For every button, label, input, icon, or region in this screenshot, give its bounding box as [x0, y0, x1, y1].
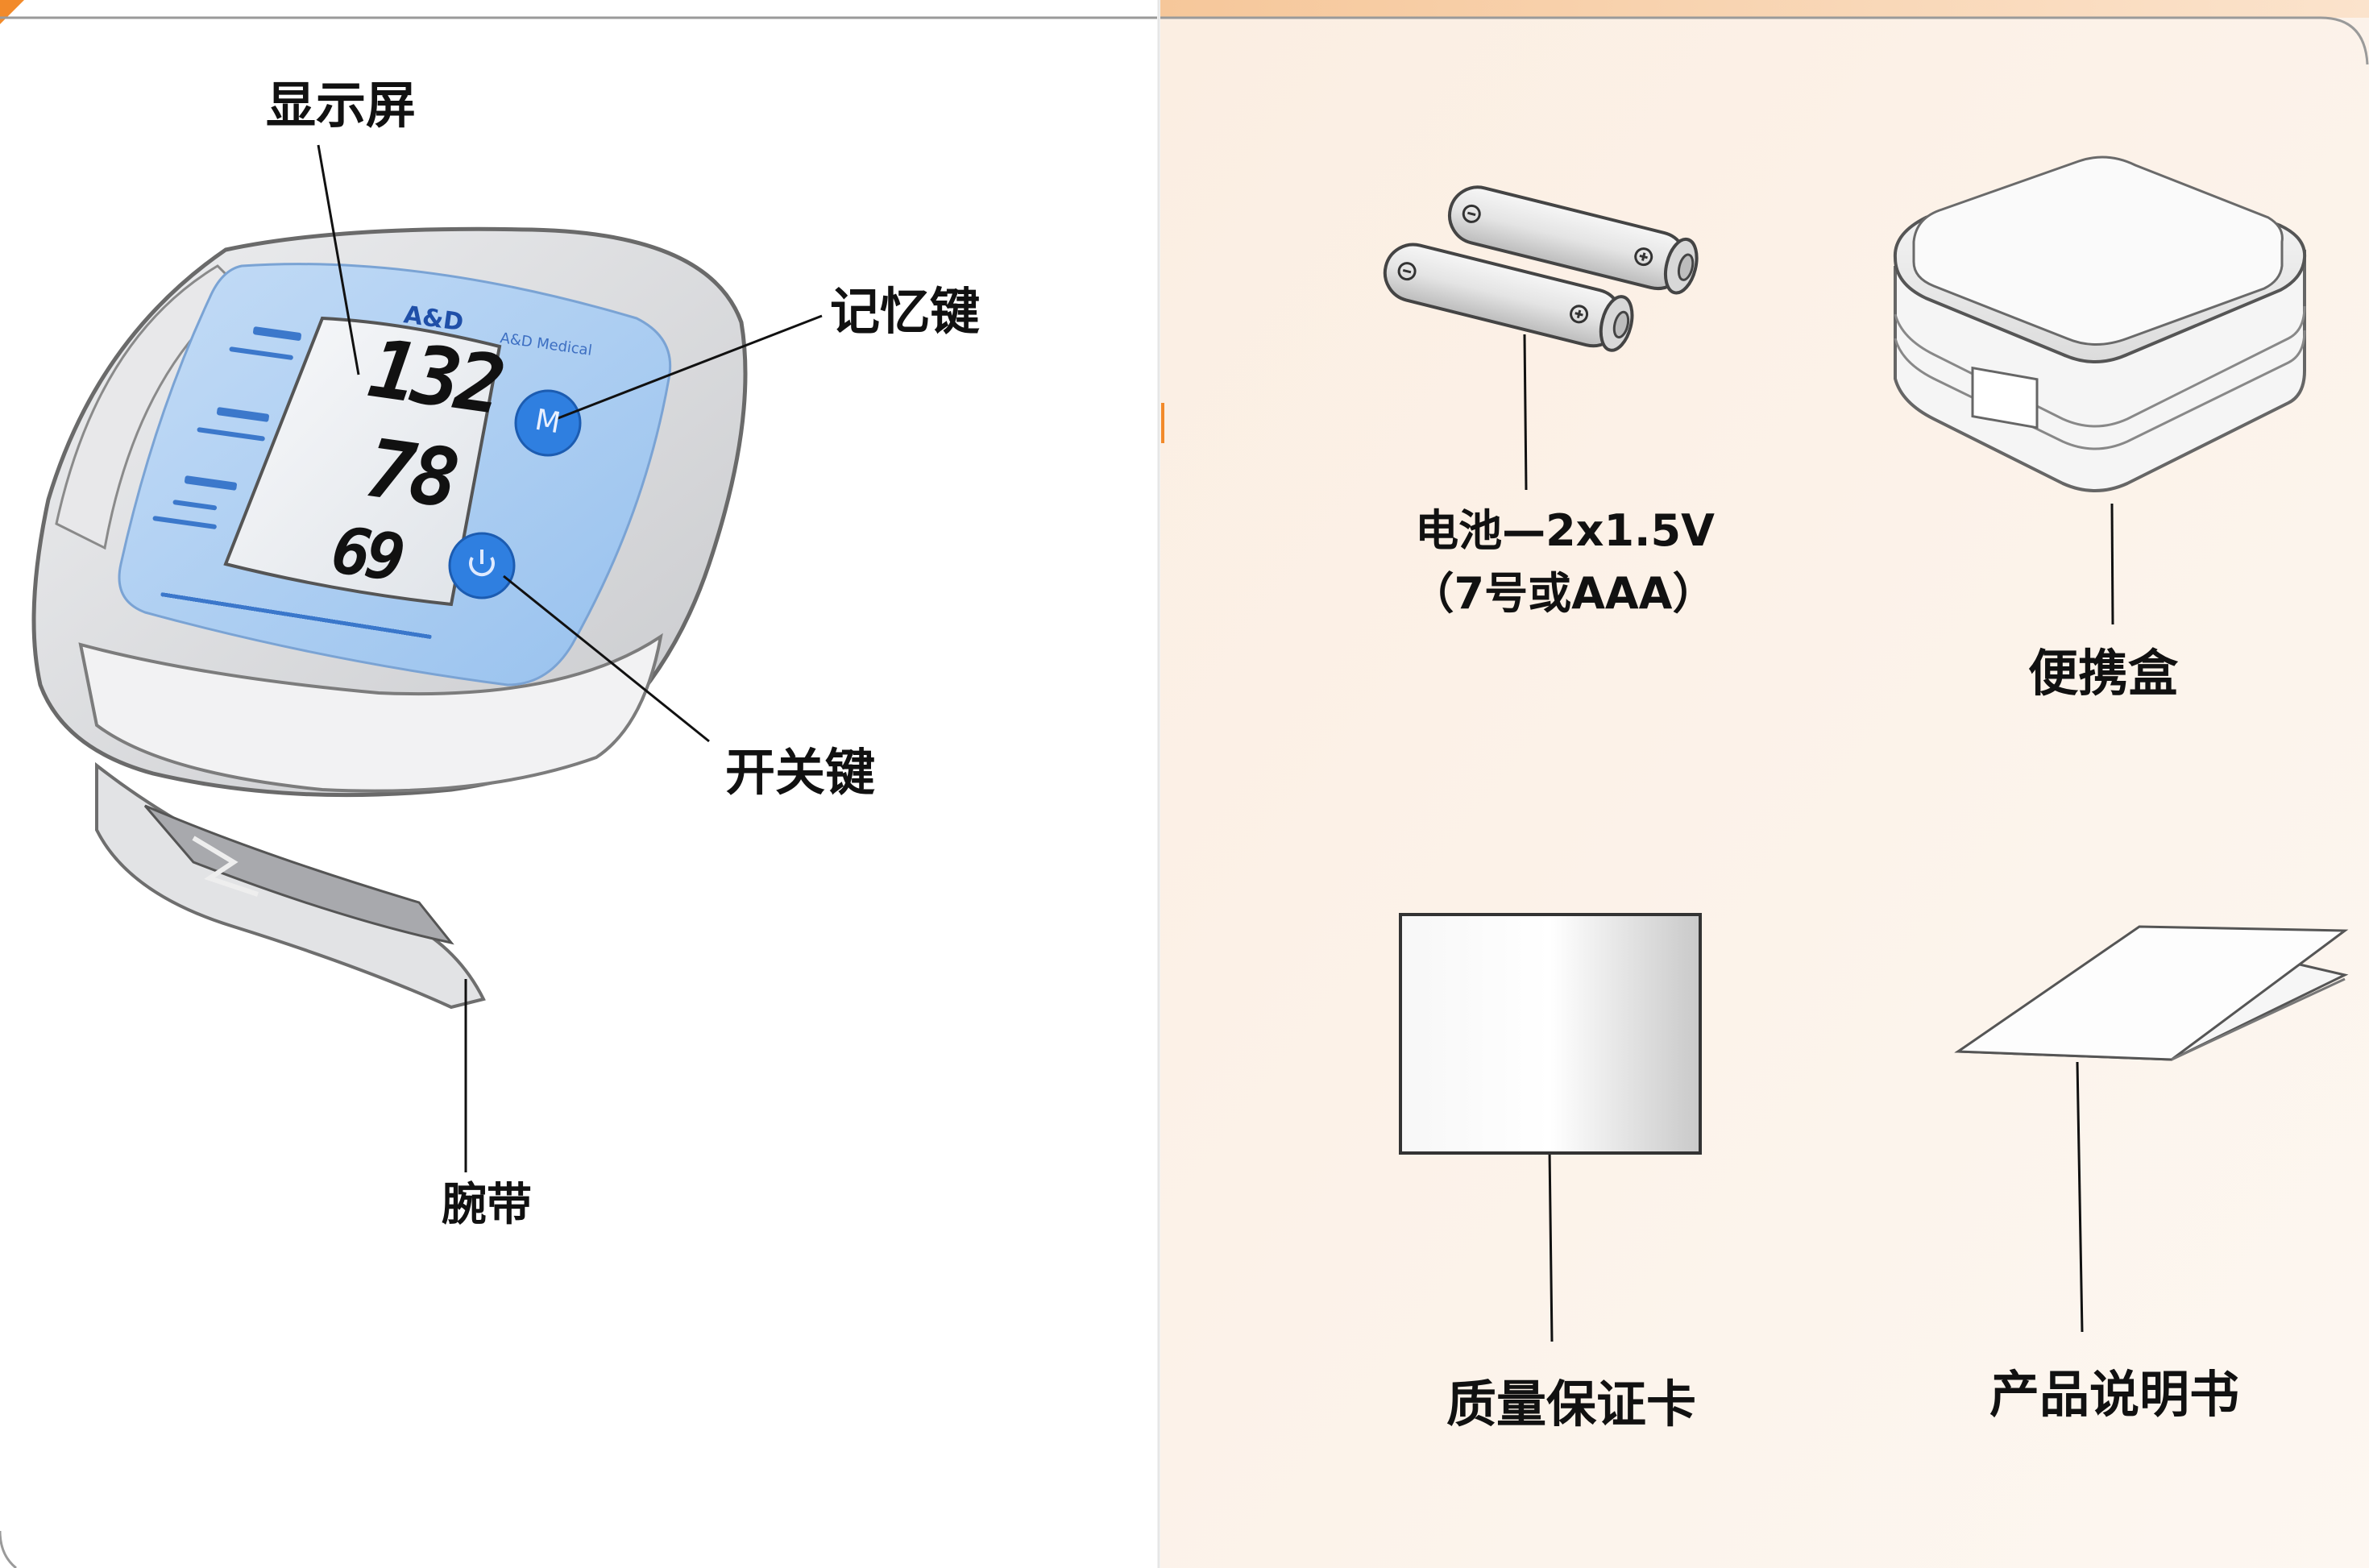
top-border-right	[1160, 0, 2369, 19]
blood-pressure-monitor: A&D A&D Medical	[31, 226, 748, 1010]
label-wrist-strap: 腕带	[442, 1179, 532, 1231]
power-icon	[469, 550, 495, 577]
lcd-reading-systolic: 132	[363, 321, 507, 433]
label-display: 显示屏	[266, 76, 417, 135]
carrying-case	[1893, 156, 2307, 492]
manual	[1954, 925, 2349, 1061]
fold-mark	[1161, 403, 1164, 443]
leader-lines	[317, 144, 2114, 1342]
label-manual: 产品说明书	[1989, 1365, 2240, 1424]
lcd-reading-diastolic: 78	[360, 421, 461, 526]
power-button[interactable]	[448, 532, 516, 599]
label-carrying-case: 便携盒	[2027, 644, 2179, 703]
label-battery-type: （7号或AAA）	[1410, 568, 1716, 619]
memory-button[interactable]	[514, 389, 582, 457]
lcd-display	[223, 316, 502, 607]
warranty-card	[1399, 913, 1702, 1155]
label-power-key: 开关键	[725, 743, 876, 802]
lcd-reading-pulse: 69	[327, 512, 405, 596]
top-border-left	[0, 0, 1157, 18]
memory-button-label: M	[532, 403, 563, 441]
batteries	[1383, 185, 1699, 352]
label-warranty-card: 质量保证卡	[1446, 1375, 1697, 1433]
label-memory-key: 记忆键	[830, 282, 981, 341]
label-battery: 电池—2x1.5V	[1415, 505, 1715, 556]
